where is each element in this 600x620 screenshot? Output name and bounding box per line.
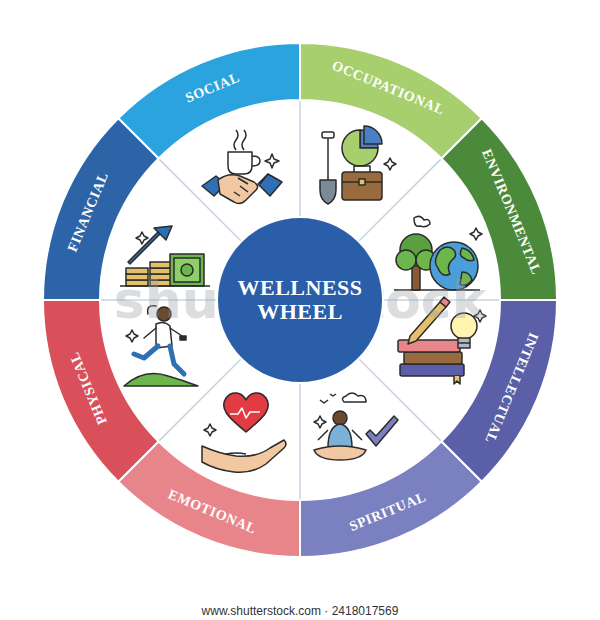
- segment-outline: [0, 0, 600, 600]
- wheel-segment: INTELLECTUAL: [0, 0, 600, 600]
- center-circle: WELLNESS WHEEL: [0, 0, 600, 600]
- center-title: WELLNESS WHEEL: [235, 276, 365, 324]
- segment-label: OCCUPATIONAL: [329, 59, 445, 118]
- social-icon: [202, 130, 282, 204]
- segment-outline: [0, 0, 600, 600]
- inner-disc: [100, 100, 500, 500]
- segment-outline: [0, 0, 600, 600]
- segment-outline: [0, 0, 600, 600]
- segment-outline: [0, 0, 600, 600]
- sector-dividers: [100, 100, 500, 500]
- segment-label: ENVIRONMENTAL: [479, 148, 543, 277]
- ring-band: [300, 43, 482, 159]
- segment-label: INTELLECTUAL: [482, 330, 540, 445]
- wheel-segment: SOCIAL: [0, 0, 600, 600]
- wheel-segment: SPIRITUAL: [0, 0, 600, 600]
- segment-label: SPIRITUAL: [347, 489, 428, 533]
- wheel-segment: FINANCIAL: [0, 0, 600, 600]
- wheel-segment: EMOTIONAL: [0, 0, 600, 600]
- wheel-segment: ENVIRONMENTAL: [0, 0, 600, 600]
- ring-band: [118, 441, 300, 557]
- footer-credit: www.shutterstock.com · 2418017569: [202, 604, 399, 618]
- ring-band: [118, 43, 300, 159]
- segment-outline: [0, 0, 600, 600]
- segment-outline: [0, 0, 600, 600]
- occupational-icon: [320, 126, 396, 204]
- ring-band: [43, 300, 159, 482]
- segment-label: PHYSICAL: [67, 349, 109, 426]
- wheel-segment: PHYSICAL: [0, 0, 600, 600]
- ring-band: [441, 300, 557, 482]
- segment-label: EMOTIONAL: [166, 487, 258, 536]
- ring-band: [300, 441, 482, 557]
- segment-label: SOCIAL: [183, 71, 241, 106]
- ring-band: [441, 118, 557, 300]
- segment-outline: [0, 0, 600, 600]
- spiritual-icon: [314, 393, 398, 460]
- watermark: shutterstock: [114, 270, 487, 330]
- segment-outline: [0, 0, 600, 600]
- segment-label: FINANCIAL: [66, 171, 111, 255]
- wheel-segment: OCCUPATIONAL: [0, 0, 600, 600]
- center-disc: [217, 217, 383, 383]
- emotional-icon: [202, 393, 286, 472]
- ring-band: [43, 118, 159, 300]
